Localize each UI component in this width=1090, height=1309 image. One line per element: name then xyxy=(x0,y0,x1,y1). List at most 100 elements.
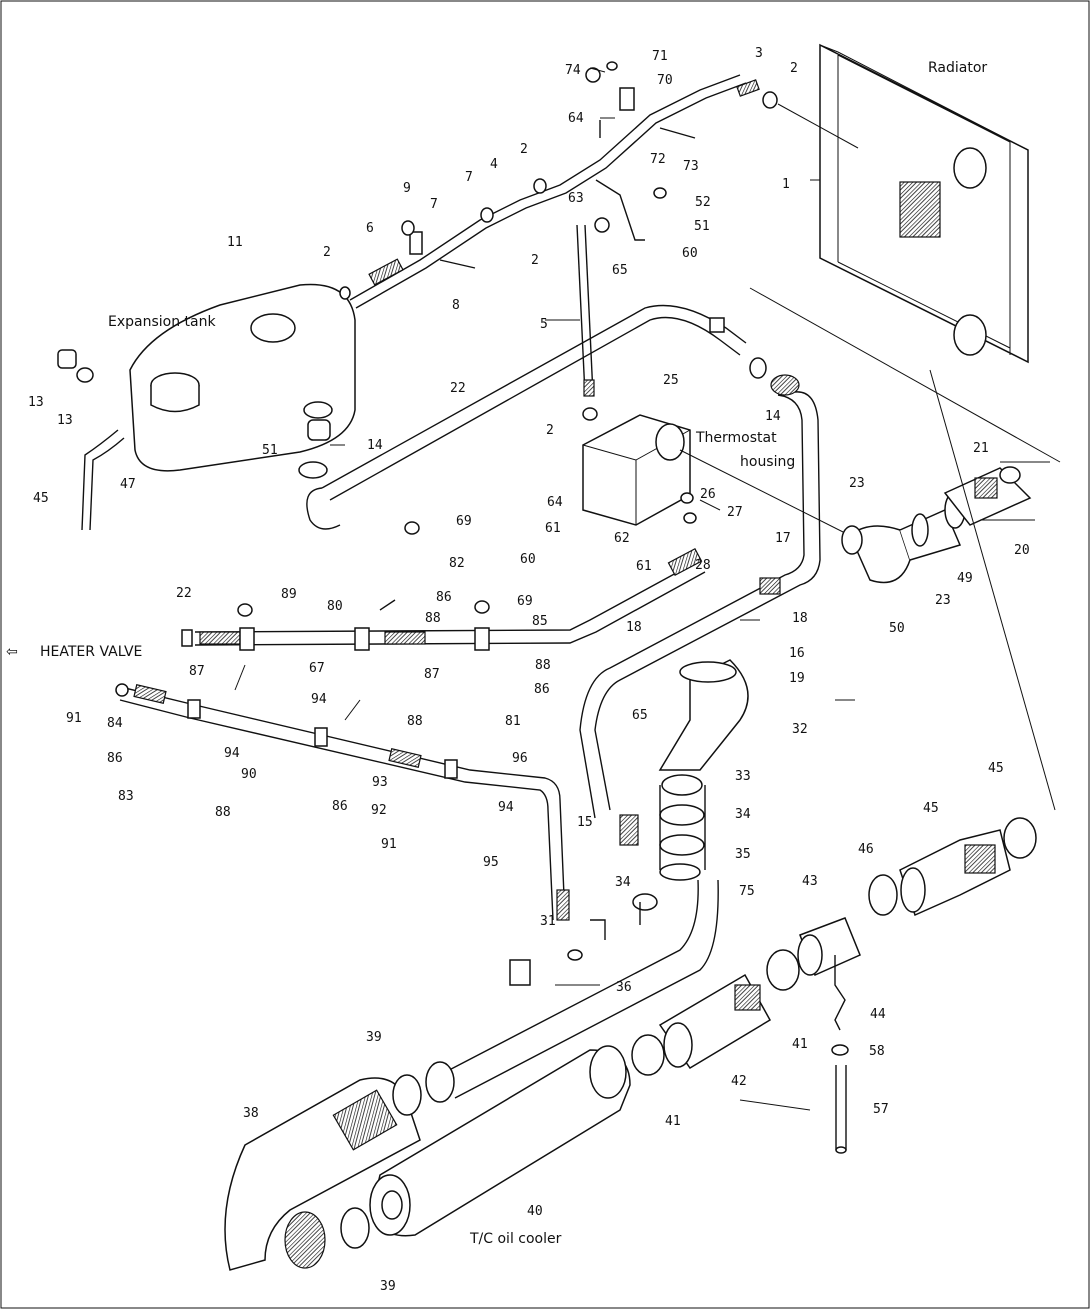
callout: 86 xyxy=(436,590,452,605)
thermostat-housing xyxy=(582,414,856,539)
callout: 51 xyxy=(694,219,710,234)
callout: 28 xyxy=(695,558,711,573)
callout: 86 xyxy=(534,682,550,697)
callout: 2 xyxy=(520,142,528,157)
callout: 65 xyxy=(632,708,648,723)
hose-38 xyxy=(224,1074,422,1271)
callout: 75 xyxy=(739,884,755,899)
callout: 32 xyxy=(792,722,808,737)
callout: 89 xyxy=(281,587,297,602)
thermostat-label: Thermostat xyxy=(695,430,777,446)
callout: 94 xyxy=(224,746,240,761)
callout: 6 xyxy=(366,221,374,236)
callout: 49 xyxy=(957,571,973,586)
callout: 23 xyxy=(935,593,951,608)
callout: 35 xyxy=(735,847,751,862)
callout: 36 xyxy=(616,980,632,995)
callout: 19 xyxy=(789,671,805,686)
callout: 92 xyxy=(371,803,387,818)
callout: 41 xyxy=(792,1037,808,1052)
callout: 86 xyxy=(332,799,348,814)
callout: 74 xyxy=(565,63,581,78)
callout: 83 xyxy=(118,789,134,804)
callout: 13 xyxy=(57,413,73,428)
callout: 88 xyxy=(215,805,231,820)
callout: 94 xyxy=(498,800,514,815)
callout: 17 xyxy=(775,531,791,546)
callout: 34 xyxy=(615,875,631,890)
callout: 23 xyxy=(849,476,865,491)
callout: 42 xyxy=(731,1074,747,1089)
callout: 60 xyxy=(520,552,536,567)
callout: 15 xyxy=(577,815,593,830)
elbow-32 xyxy=(658,659,749,881)
callout: 5 xyxy=(540,317,548,332)
callout: 95 xyxy=(483,855,499,870)
expansion-tank xyxy=(57,283,356,531)
upper-vent-line xyxy=(339,61,859,309)
callout: 88 xyxy=(535,658,551,673)
callout: 46 xyxy=(858,842,874,857)
hoses-41-42 xyxy=(631,917,861,1154)
pipe-22 xyxy=(298,304,767,530)
callout: 20 xyxy=(1014,543,1030,558)
callout: 52 xyxy=(695,195,711,210)
callout: 16 xyxy=(789,646,805,661)
heater-valve-arrow-icon: ⇦ xyxy=(6,644,18,660)
callout: 47 xyxy=(120,477,136,492)
callout: 60 xyxy=(682,246,698,261)
callout: 82 xyxy=(449,556,465,571)
callout: 13 xyxy=(28,395,44,410)
callout: 3 xyxy=(755,46,763,61)
callout: 71 xyxy=(652,49,668,64)
callout: 2 xyxy=(790,61,798,76)
callout: 22 xyxy=(176,586,192,601)
callout: 88 xyxy=(425,611,441,626)
callout: 63 xyxy=(568,191,584,206)
housing-label: housing xyxy=(740,454,795,470)
callout: 45 xyxy=(988,761,1004,776)
callout: 91 xyxy=(66,711,82,726)
callout: 51 xyxy=(262,443,278,458)
callout: 73 xyxy=(683,159,699,174)
expansion-tank-label: Expansion tank xyxy=(108,314,216,330)
callout: 44 xyxy=(870,1007,886,1022)
callout: 1 xyxy=(782,177,790,192)
callout: 91 xyxy=(381,837,397,852)
callout: 31 xyxy=(540,914,556,929)
callout: 2 xyxy=(531,253,539,268)
callout: 45 xyxy=(923,801,939,816)
return-pipe xyxy=(579,374,821,846)
callout: 39 xyxy=(366,1030,382,1045)
callout: 72 xyxy=(650,152,666,167)
callout: 93 xyxy=(372,775,388,790)
callout: 33 xyxy=(735,769,751,784)
callout: 9 xyxy=(403,181,411,196)
callout: 96 xyxy=(512,751,528,766)
callout: 41 xyxy=(665,1114,681,1129)
callout: 4 xyxy=(490,157,498,172)
callout: 64 xyxy=(547,495,563,510)
callout: 69 xyxy=(517,594,533,609)
callout: 61 xyxy=(545,521,561,536)
callout: 84 xyxy=(107,716,123,731)
callout: 39 xyxy=(380,1279,396,1294)
pipe-5 xyxy=(576,224,598,421)
callout: 86 xyxy=(107,751,123,766)
callout: 2 xyxy=(546,423,554,438)
callout: 81 xyxy=(505,714,521,729)
callout: 27 xyxy=(727,505,743,520)
lower-pipe-37 xyxy=(425,879,719,1103)
callout: 26 xyxy=(700,487,716,502)
radiator xyxy=(749,43,1061,463)
tc-oil-cooler-label: T/C oil cooler xyxy=(469,1231,562,1247)
callout: 38 xyxy=(243,1106,259,1121)
callout: 18 xyxy=(626,620,642,635)
callout: 58 xyxy=(869,1044,885,1059)
callout: 94 xyxy=(311,692,327,707)
callout: 40 xyxy=(527,1204,543,1219)
callout: 87 xyxy=(424,667,440,682)
callout: 2 xyxy=(323,245,331,260)
heater-valve-label: HEATER VALVE xyxy=(40,644,142,660)
